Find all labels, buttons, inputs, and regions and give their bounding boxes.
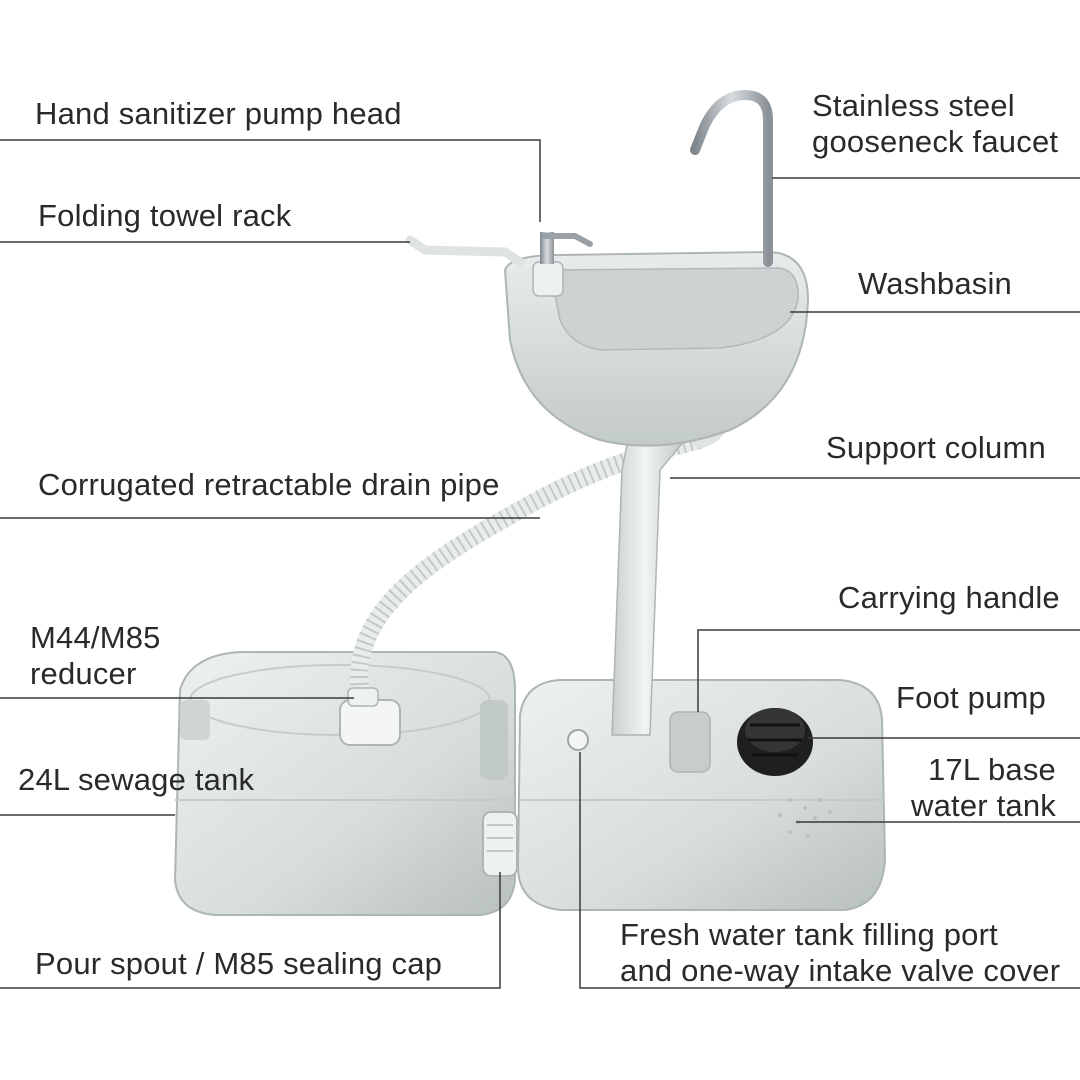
- label-gooseneck-faucet-line2: gooseneck faucet: [812, 124, 1059, 159]
- label-sewage-tank: 24L sewage tank: [18, 762, 255, 797]
- filling-port-cap: [567, 729, 589, 751]
- reducer-fitting: [339, 687, 401, 746]
- base-water-tank: [516, 679, 887, 911]
- label-pour-spout: Pour spout / M85 sealing cap: [35, 946, 443, 981]
- label-gooseneck-faucet-line1: Stainless steel: [812, 88, 1015, 123]
- label-hand-sanitizer-pump-head: Hand sanitizer pump head: [35, 96, 402, 131]
- label-carrying-handle: Carrying handle: [838, 580, 1060, 615]
- label-drain-pipe: Corrugated retractable drain pipe: [38, 467, 500, 502]
- label-filling-port-line2: and one-way intake valve cover: [620, 953, 1061, 988]
- label-filling-port: Fresh water tank filling port and one-wa…: [620, 917, 1060, 989]
- pour-spout-cap: [482, 811, 518, 877]
- towel-rack: [405, 235, 525, 267]
- label-base-water-tank: 17L base water tank: [870, 752, 1056, 824]
- label-base-water-tank-line1: 17L base: [927, 752, 1056, 787]
- label-reducer: M44/M85 reducer: [30, 620, 161, 692]
- sanitizer-pump: [532, 232, 593, 297]
- label-reducer-line2: reducer: [30, 656, 137, 691]
- label-base-water-tank-line2: water tank: [910, 788, 1056, 823]
- carrying-handle-recess: [669, 711, 711, 773]
- sewage-tank: [173, 651, 516, 916]
- label-folding-towel-rack: Folding towel rack: [38, 198, 292, 233]
- label-filling-port-line1: Fresh water tank filling port: [620, 917, 998, 952]
- gooseneck-faucet: [690, 89, 773, 267]
- label-washbasin: Washbasin: [858, 266, 1012, 301]
- label-support-column: Support column: [826, 430, 1046, 465]
- label-reducer-line1: M44/M85: [30, 620, 161, 655]
- leader-lines: [0, 139, 1080, 989]
- washbasin: [503, 250, 810, 447]
- foot-pump: [737, 708, 813, 776]
- label-gooseneck-faucet: Stainless steel gooseneck faucet: [812, 88, 1058, 160]
- label-foot-pump: Foot pump: [896, 680, 1046, 715]
